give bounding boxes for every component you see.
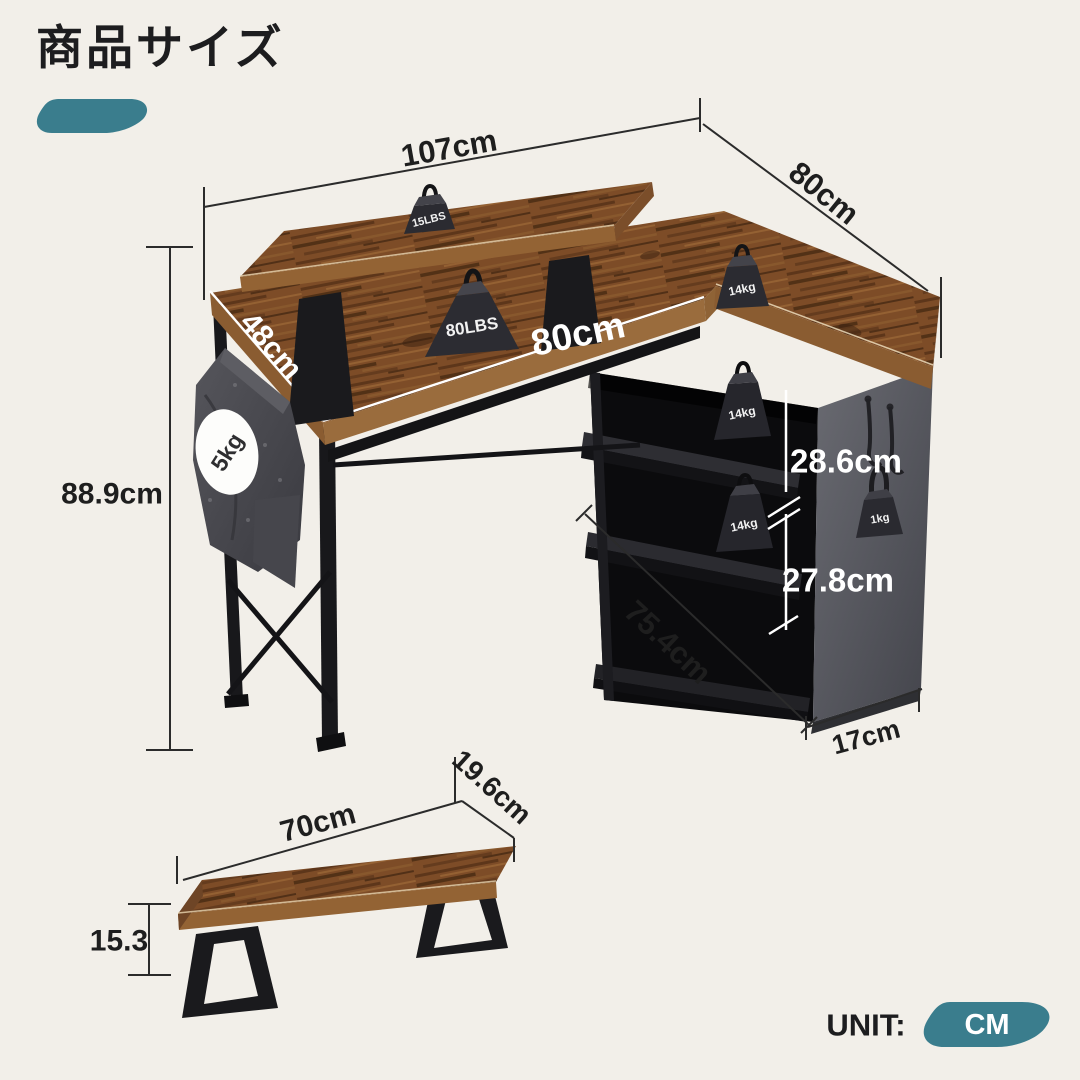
weight-wing-handle xyxy=(733,243,751,266)
weight-shelf-mid-label: 14kg xyxy=(727,403,757,422)
riser-right-leg xyxy=(541,255,601,351)
test-weights: 15LBS 80LBS 14kg 14kg 14kg 1kg xyxy=(404,183,903,552)
dim-slash-divider-2 xyxy=(767,507,801,531)
weight-shelf-low-label: 14kg xyxy=(729,515,759,534)
front-left-foot xyxy=(316,732,346,752)
weight-hook-top xyxy=(864,489,893,500)
weight-hook-front xyxy=(856,497,903,538)
dim-tick-754-start xyxy=(575,504,593,522)
dim-label-lower-cubby: 27.8cm xyxy=(782,562,894,599)
dimension-lines-white xyxy=(767,390,801,636)
weight-hook-label: 1kg xyxy=(870,511,891,526)
stand-front-edge xyxy=(178,882,497,930)
weight-shelf-mid-top xyxy=(728,372,758,384)
dim-label-total-height: 88.9cm xyxy=(61,478,163,511)
desktop-notch-edge xyxy=(704,286,718,321)
dim-tick-754-end xyxy=(800,716,818,734)
weight-shelf-low-handle xyxy=(736,472,754,495)
unit-label: UNIT: xyxy=(826,1008,905,1043)
stand-surface xyxy=(178,846,516,914)
riser-right-edge xyxy=(614,182,654,240)
dim-slash-divider-1 xyxy=(767,495,801,519)
front-edge-guide-line xyxy=(322,295,705,423)
weight-wing-top xyxy=(727,255,757,267)
dim-line-70cm xyxy=(182,800,463,881)
title-accent-swoosh xyxy=(36,99,148,133)
shelf-board-bottom-top xyxy=(594,664,810,712)
shelf-side-panel xyxy=(813,367,933,722)
wood-knot-1 xyxy=(402,333,438,347)
riser-edge-highlight xyxy=(239,224,615,277)
unit-footer: UNIT: CM xyxy=(826,1002,1050,1047)
weight-riser-front xyxy=(404,203,455,234)
shelf-board-lower-front xyxy=(585,546,800,600)
dim-label-stand-height: 15.3 xyxy=(90,925,148,958)
side-hook-2-icon xyxy=(888,406,905,475)
dim-line-754cm xyxy=(584,513,811,727)
weight-wing-front xyxy=(716,265,769,309)
dim-line-80cm-wing xyxy=(702,123,929,292)
bag-capacity-patch xyxy=(195,409,259,495)
weight-shelf-low-front xyxy=(716,494,773,552)
weight-wing-label: 14kg xyxy=(727,279,757,298)
dim-line-196cm xyxy=(461,800,515,839)
cross-brace-2 xyxy=(226,570,332,696)
wing-right-edge xyxy=(931,297,940,389)
weight-desktop-front xyxy=(425,292,519,357)
shelf-board-bottom-front xyxy=(593,678,808,722)
under-desk-stretcher xyxy=(332,442,641,468)
storage-bag: 5kg xyxy=(193,348,305,588)
dimension-lines xyxy=(128,98,942,976)
unit-value: CM xyxy=(964,1009,1009,1041)
monitor-stand-figure xyxy=(177,846,516,1018)
bag-flap xyxy=(253,495,300,588)
weight-desktop-top xyxy=(456,281,489,296)
front-left-leg xyxy=(319,426,338,742)
weight-shelf-mid-handle xyxy=(734,360,752,383)
shelf-unit xyxy=(581,367,933,734)
page-title: 商品サイズ xyxy=(36,21,285,74)
wing-front-edge xyxy=(714,286,933,389)
bag-top-hem xyxy=(220,348,290,414)
dim-slash-bottom xyxy=(768,614,799,636)
weight-shelf-low-top xyxy=(730,484,760,496)
side-hook-1-icon xyxy=(866,398,883,467)
cross-brace-1 xyxy=(226,578,334,704)
weight-hook-handle xyxy=(869,465,889,498)
riser-left-leg xyxy=(288,292,354,426)
stand-left-edge xyxy=(178,880,203,930)
weight-shelf-mid-front xyxy=(714,382,771,440)
front-apron xyxy=(328,326,700,462)
dim-line-107cm xyxy=(203,117,701,208)
shelf-board-lower-top xyxy=(586,532,802,588)
weight-riser-top xyxy=(414,194,446,206)
stand-edge-highlight xyxy=(177,880,497,914)
stand-right-leg-cutout xyxy=(434,896,492,948)
weight-desktop-handle xyxy=(463,268,483,295)
stand-left-leg-cutout xyxy=(204,940,258,1004)
dim-line-17cm xyxy=(807,688,923,728)
desktop-front-edge xyxy=(323,299,706,445)
rear-left-foot xyxy=(224,694,249,708)
riser-front-edge xyxy=(240,226,616,292)
shelf-left-edge xyxy=(590,372,614,701)
shelf-side-panel-base xyxy=(811,689,921,734)
weight-riser-handle xyxy=(421,183,439,205)
wood-knot-3 xyxy=(640,250,660,260)
unit-badge xyxy=(923,1002,1050,1047)
dim-label-upper-cubby: 28.6cm xyxy=(790,443,902,480)
wood-knot-4 xyxy=(838,323,862,337)
